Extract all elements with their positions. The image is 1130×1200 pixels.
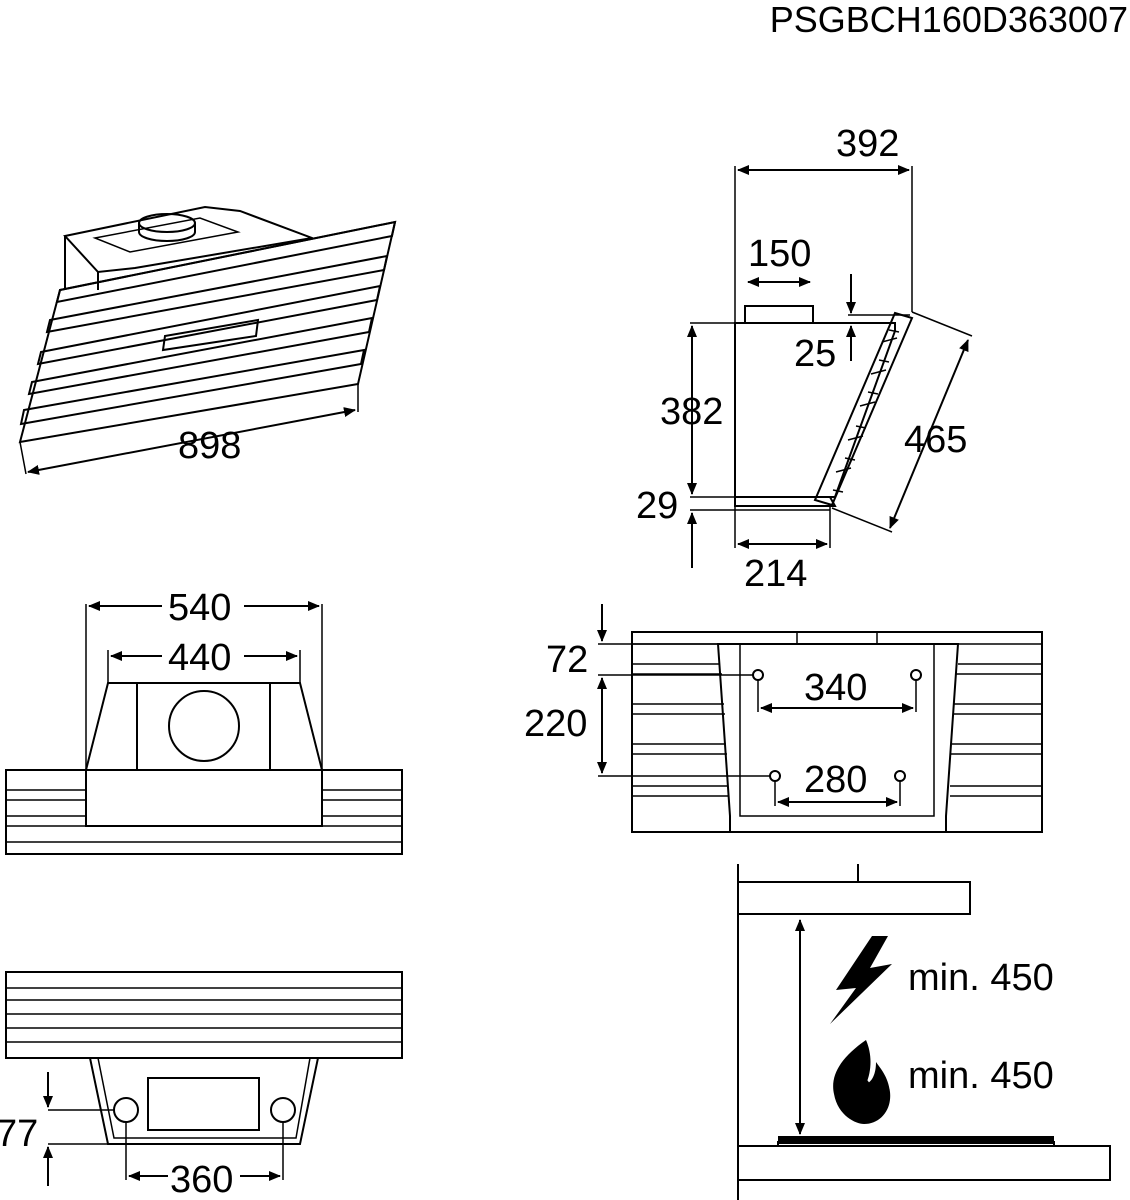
dim-bottom-depth: 214 <box>744 553 807 595</box>
dim-bracket-lower-width: 280 <box>804 759 867 801</box>
dim-overall-width: 898 <box>178 425 241 467</box>
perspective-view: 898 <box>18 205 397 475</box>
lightning-icon <box>830 936 892 1024</box>
rear-view: 72 220 340 280 <box>524 604 1043 833</box>
dim-top-inner-width: 440 <box>168 637 231 679</box>
dim-top-outer-width: 540 <box>168 587 231 629</box>
clearance-view: min. 450 min. 450 <box>737 864 1111 1200</box>
dim-duct-offset: 25 <box>794 333 836 375</box>
top-view: 540 440 <box>5 587 403 855</box>
model-code: PSGBCH160D363007 <box>770 0 1128 40</box>
dim-bottom-vertical-offset: 77 <box>0 1113 38 1155</box>
clearance-gas-label: min. 450 <box>908 1055 1054 1097</box>
dim-duct-diameter: 150 <box>748 233 811 275</box>
dim-bracket-top-offset: 72 <box>546 639 588 681</box>
dim-depth: 392 <box>836 123 899 165</box>
dim-front-glass-length: 465 <box>904 419 967 461</box>
dim-body-height: 382 <box>660 391 723 433</box>
dim-bottom-holes-width: 360 <box>170 1159 233 1200</box>
bottom-view: 77 360 <box>0 971 403 1200</box>
side-view: 392 150 25 382 29 214 465 <box>636 123 973 595</box>
dim-bracket-spacing: 220 <box>524 703 587 745</box>
flame-icon <box>833 1040 891 1124</box>
dim-bottom-offset: 29 <box>636 485 678 527</box>
clearance-electric-label: min. 450 <box>908 957 1054 999</box>
dim-bracket-upper-width: 340 <box>804 667 867 709</box>
